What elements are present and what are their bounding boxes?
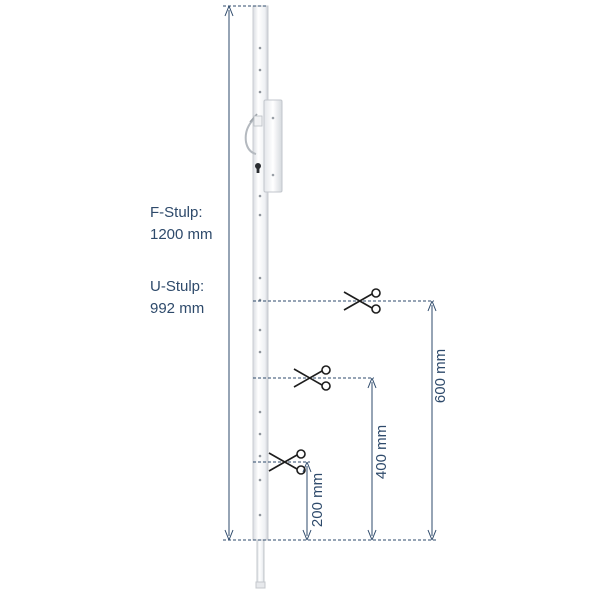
lock-case <box>263 99 283 193</box>
dimension-400 <box>253 377 377 541</box>
keyhole-icon <box>255 163 261 173</box>
label-200-mm: 200 mm <box>309 472 326 528</box>
u-stulp-title: U-Stulp: <box>150 278 205 295</box>
f-stulp-title: F-Stulp: <box>150 204 203 221</box>
f-stulp-value: 1200 mm <box>150 226 213 243</box>
u-stulp-value: 992 mm <box>150 300 205 317</box>
dimension-600 <box>253 300 437 541</box>
dimension-overall <box>223 5 436 541</box>
bolt-tip <box>255 581 266 589</box>
dimension-200 <box>253 461 312 541</box>
label-600-mm: 600 mm <box>432 348 449 404</box>
latch-bolt <box>244 113 263 155</box>
rail-bottom-bolt <box>256 537 265 589</box>
label-400-mm: 400 mm <box>373 424 390 480</box>
lock-rail <box>252 5 269 541</box>
